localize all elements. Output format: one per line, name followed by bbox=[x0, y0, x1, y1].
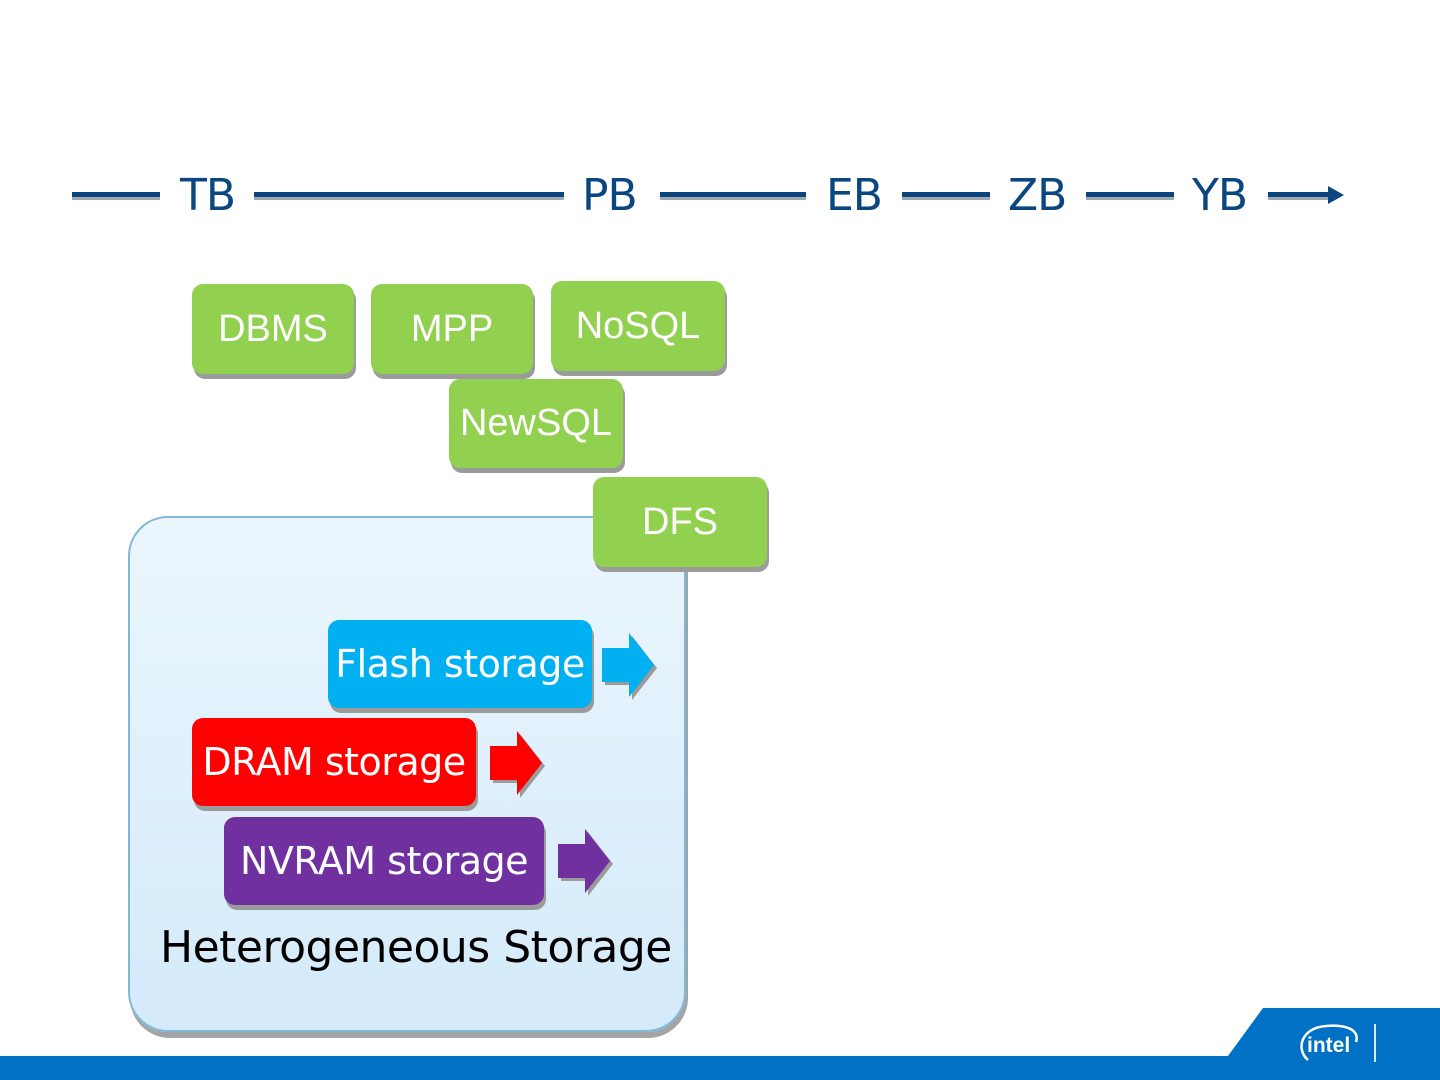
arrow-right-icon bbox=[558, 829, 613, 896]
dfs-box: DFS bbox=[593, 477, 767, 567]
axis-label-tb: TB bbox=[180, 170, 236, 221]
arrow-right-icon bbox=[1328, 186, 1344, 204]
heterogeneous-storage-title: Heterogeneous Storage bbox=[160, 922, 672, 973]
nvram-storage-box: NVRAM storage bbox=[224, 817, 544, 905]
intel-logo-text: intel bbox=[1307, 1034, 1350, 1057]
logo-divider bbox=[1374, 1024, 1376, 1062]
dbms-box: DBMS bbox=[192, 284, 354, 374]
arrow-right-icon bbox=[602, 633, 657, 700]
arrow-right-icon bbox=[490, 731, 545, 798]
newsql-box: NewSQL bbox=[449, 379, 623, 468]
footer-bar bbox=[0, 1056, 1440, 1080]
dram-storage-box: DRAM storage bbox=[192, 718, 476, 806]
mpp-box: MPP bbox=[371, 284, 533, 374]
axis-segment bbox=[902, 192, 990, 197]
axis-label-zb: ZB bbox=[1008, 170, 1067, 221]
axis-segment bbox=[72, 192, 160, 197]
axis-segment bbox=[660, 192, 806, 197]
axis-segment bbox=[1086, 192, 1174, 197]
nosql-box: NoSQL bbox=[551, 281, 725, 371]
axis-label-eb: EB bbox=[826, 170, 883, 221]
axis-segment bbox=[1268, 192, 1330, 197]
footer-wedge bbox=[1228, 1008, 1440, 1056]
axis-segment bbox=[254, 192, 564, 197]
flash-storage-box: Flash storage bbox=[328, 620, 592, 708]
intel-logo-icon: intel bbox=[1300, 1024, 1358, 1061]
axis-label-yb: YB bbox=[1192, 170, 1248, 221]
axis-label-pb: PB bbox=[582, 170, 638, 221]
